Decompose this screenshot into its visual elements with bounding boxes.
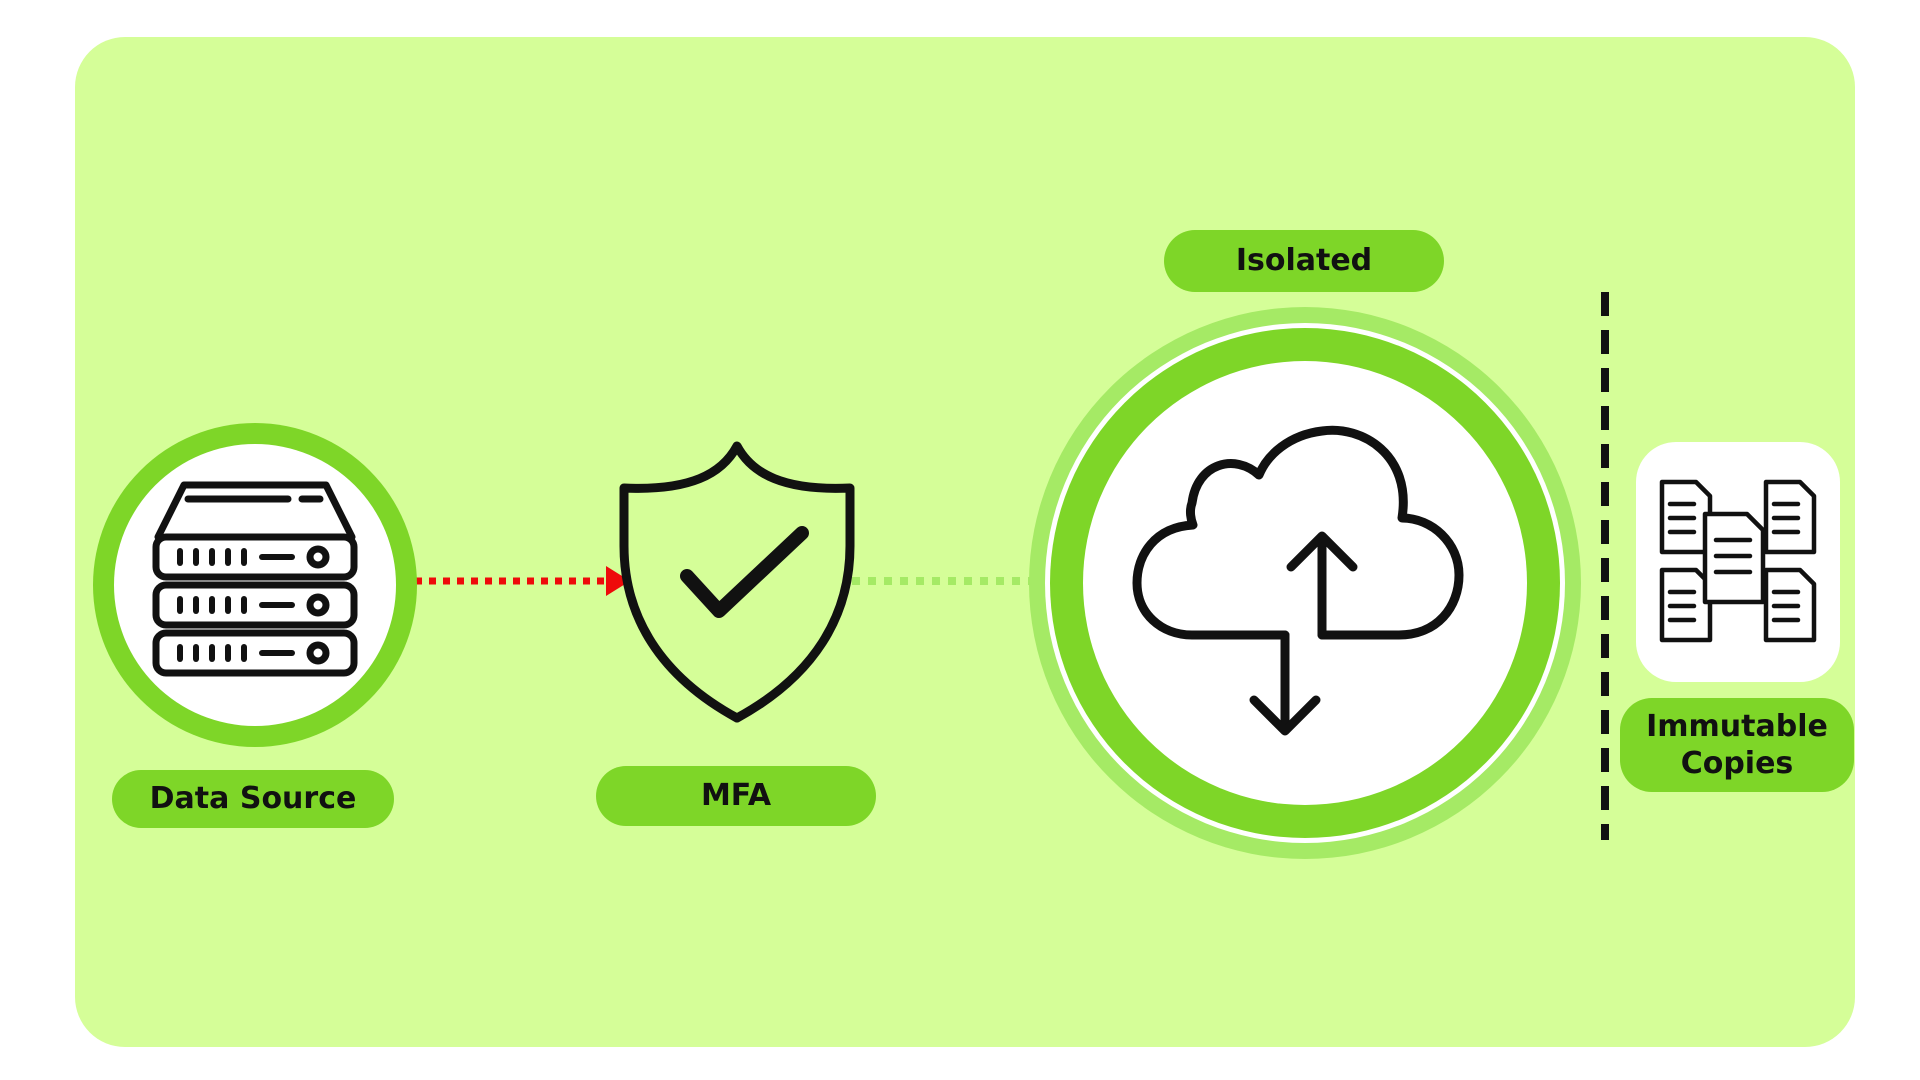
mfa-label: MFA bbox=[700, 778, 772, 814]
server-rack-icon bbox=[152, 481, 358, 677]
immutable-copies-node bbox=[1636, 442, 1840, 682]
cloud-sync-icon bbox=[1132, 425, 1464, 736]
immutable-copies-label: Immutable Copies bbox=[1646, 708, 1828, 783]
isolated-label: Isolated bbox=[1235, 243, 1373, 279]
data-source-label-pill: Data Source bbox=[112, 770, 394, 828]
mfa-label-pill: MFA bbox=[596, 766, 876, 826]
documents-icon bbox=[1659, 479, 1817, 643]
immutable-label-line2: Copies bbox=[1680, 746, 1794, 781]
isolated-label-pill: Isolated bbox=[1164, 230, 1444, 292]
immutable-copies-label-pill: Immutable Copies bbox=[1620, 698, 1854, 792]
arrow-head-right-icon bbox=[606, 566, 630, 596]
data-source-label: Data Source bbox=[149, 781, 357, 817]
data-source-to-mfa-connector bbox=[392, 566, 630, 596]
data-source-node bbox=[93, 423, 417, 747]
immutable-label-line1: Immutable bbox=[1646, 708, 1828, 744]
isolated-node bbox=[1029, 307, 1581, 859]
mfa-node bbox=[619, 441, 855, 723]
shield-check-icon bbox=[619, 441, 855, 723]
isolated-disc bbox=[1083, 361, 1527, 805]
